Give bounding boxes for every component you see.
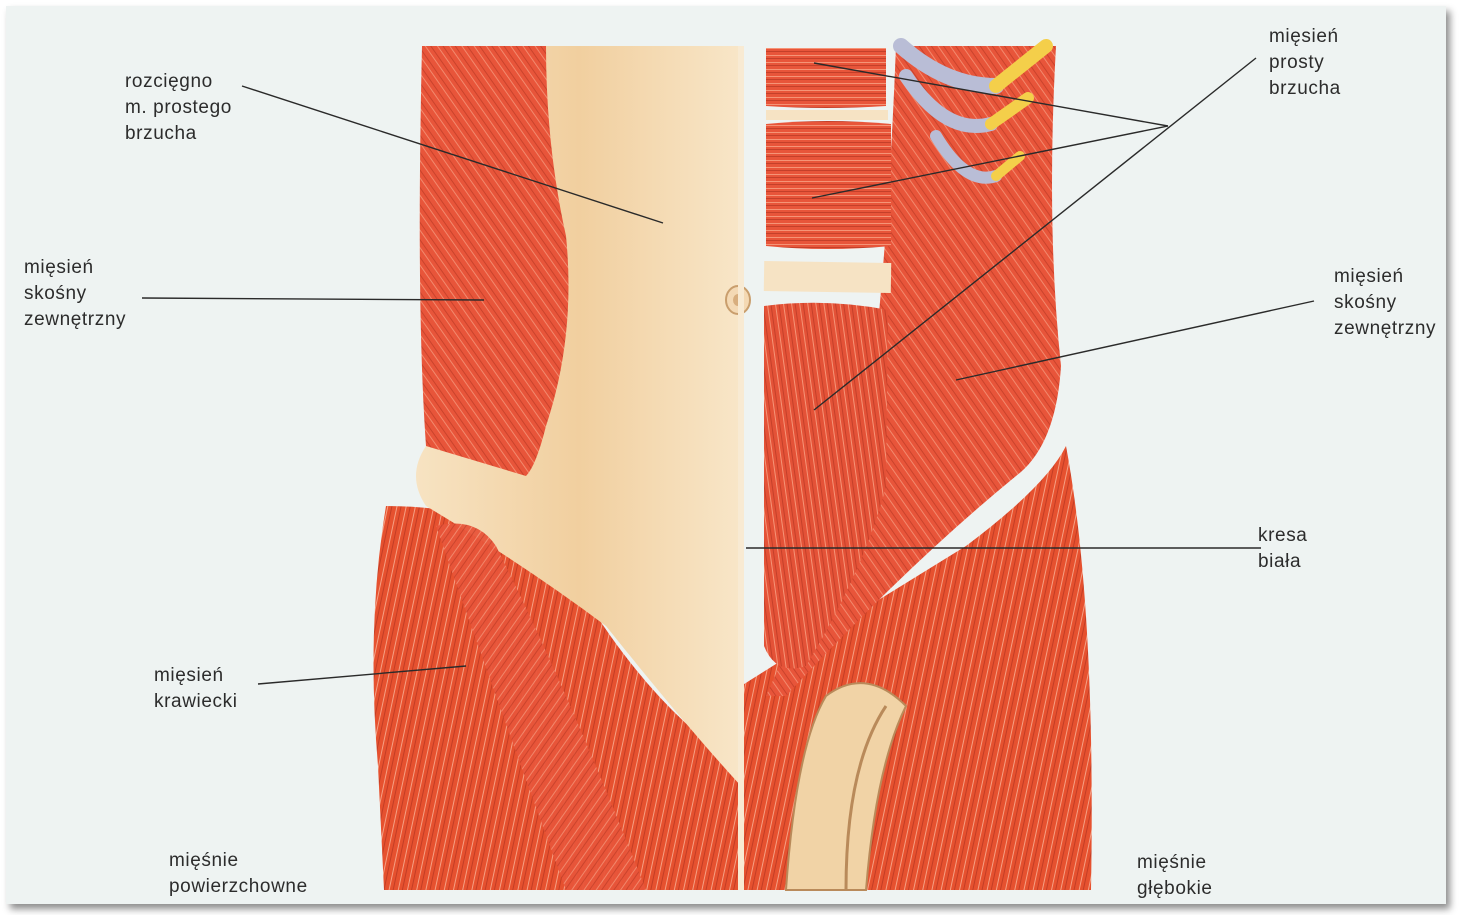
left-external-oblique	[420, 46, 569, 476]
label-external-oblique-right: mięsień skośny zewnętrzny	[1334, 264, 1436, 342]
label-rectus-abdominis: mięsień prosty brzucha	[1269, 24, 1341, 102]
label-sartorius: mięsień krawiecki	[154, 663, 238, 715]
label-deep-muscles: mięśnie głębokie	[1137, 850, 1213, 902]
label-rectus-sheath: rozcięgno m. prostego brzucha	[125, 69, 232, 147]
label-linea-alba: kresa biała	[1258, 523, 1307, 575]
label-superficial-muscles: mięśnie powierzchowne	[169, 848, 308, 900]
label-external-oblique-left: mięsień skośny zewnętrzny	[24, 255, 126, 333]
anatomy-plate: rozcięgno m. prostego brzucha mięsień sk…	[6, 6, 1446, 904]
